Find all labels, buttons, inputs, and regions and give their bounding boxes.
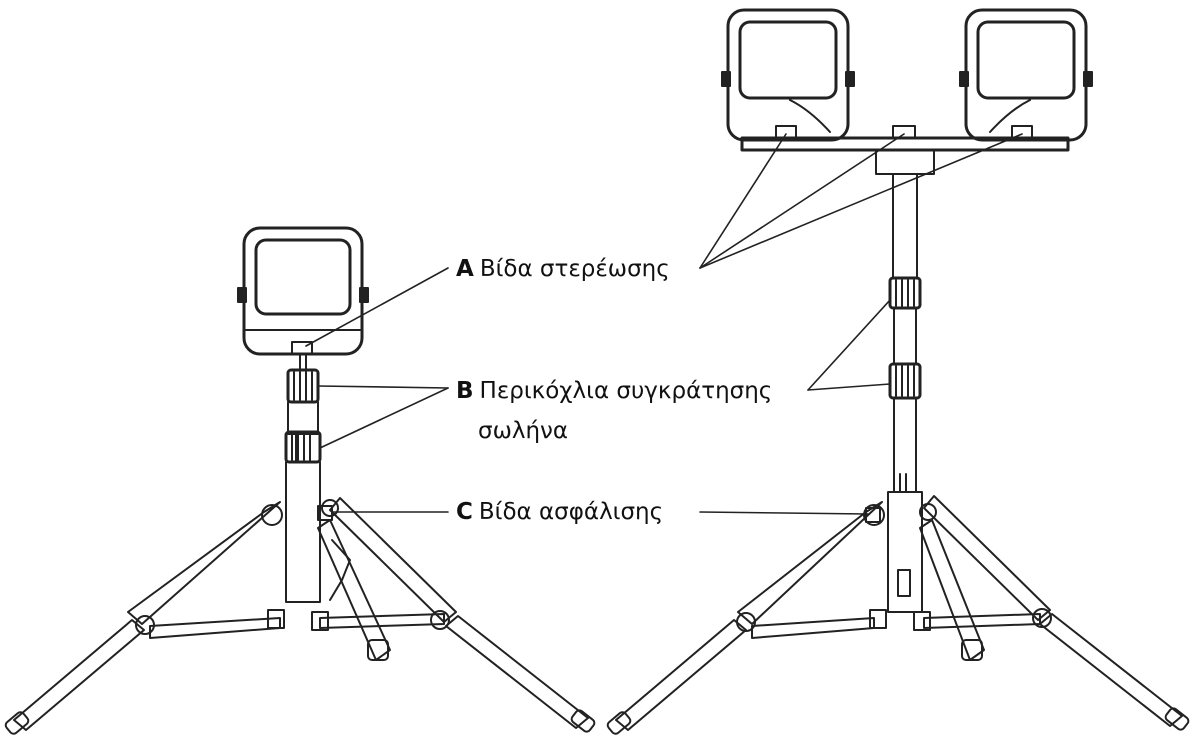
- leader-b-left-2: [319, 387, 449, 449]
- label-b-letter: B: [456, 378, 474, 404]
- twin-fixing-screw-center: [892, 125, 916, 139]
- single-fixing-screw: [291, 341, 313, 355]
- single-lamp-head: [237, 226, 369, 356]
- single-tube-nut-lower: [284, 430, 322, 464]
- label-b-text: Περικόχλια συγκράτησης: [479, 378, 773, 404]
- leader-a-right-2: [699, 133, 905, 269]
- label-b-text-line2: σωλήνα: [478, 418, 569, 444]
- leader-a-right-1: [699, 133, 787, 269]
- label-a-letter: A: [456, 256, 474, 282]
- leader-b-left-1: [317, 385, 449, 389]
- leader-b-right-1: [807, 299, 891, 391]
- leader-lines: [305, 133, 1023, 515]
- single-light-tripod: [4, 226, 596, 735]
- label-a-text: Βίδα στερέωσης: [479, 256, 670, 282]
- twin-fixing-screw-left: [775, 125, 797, 139]
- twin-tube-nut-upper: [888, 276, 922, 310]
- single-tube-nut-upper: [286, 368, 320, 404]
- twin-mast: [887, 173, 923, 613]
- single-tripod-legs: [4, 497, 596, 735]
- twin-tube-nut-lower: [888, 362, 922, 400]
- leader-a-right-3: [699, 133, 1023, 269]
- twin-fixing-screw-right: [1011, 125, 1033, 139]
- label-c-text: Βίδα ασφάλισης: [478, 499, 664, 525]
- twin-tripod-legs: [606, 495, 1190, 735]
- label-c-letter: C: [456, 499, 473, 525]
- twin-lamp-head-left: [721, 8, 855, 142]
- twin-lamp-head-right: [959, 8, 1093, 142]
- twin-light-tripod: [606, 8, 1190, 735]
- leader-c-right: [699, 511, 869, 515]
- leader-a-left: [305, 267, 449, 347]
- leader-b-right-2: [807, 383, 891, 391]
